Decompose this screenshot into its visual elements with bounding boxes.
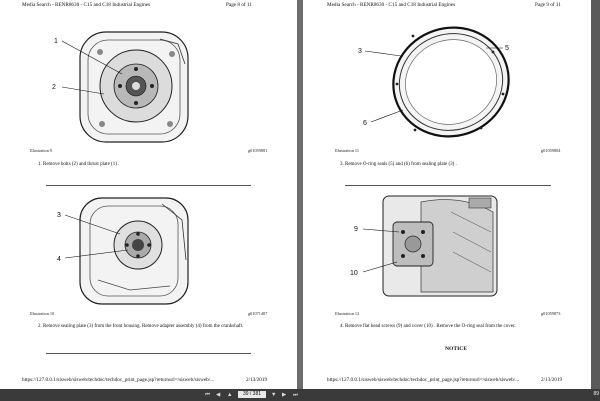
- current-page-input[interactable]: 39: [242, 391, 249, 397]
- pdf-page-8: Media Search - RENR8630 - C15 and C18 In…: [0, 0, 297, 389]
- callout-1: 1: [54, 38, 58, 45]
- page-header-title: Media Search - RENR8630 - C15 and C18 In…: [22, 2, 151, 8]
- callout-10: 10: [350, 270, 358, 277]
- last-page-icon[interactable]: ⏭: [293, 392, 298, 398]
- step-4-text: 4. Remove flat head screws (9) and cover…: [340, 324, 516, 329]
- callout-4: 4: [57, 256, 61, 263]
- illustration-9-code: g01059881: [248, 148, 268, 153]
- illustration-11-figure: 3 5 6: [358, 26, 510, 138]
- first-page-icon[interactable]: ⏮: [205, 392, 210, 398]
- illustration-11-caption: Illustration 11: [335, 148, 360, 153]
- page-footer-url[interactable]: https://127.0.0.1/sisweb/sisweb/techdoc/…: [327, 377, 520, 383]
- illustration-10-figure: 3 4: [57, 197, 189, 305]
- callout-6: 6: [363, 120, 367, 127]
- page-down-icon[interactable]: ▼: [271, 392, 277, 398]
- callout-5: 5: [505, 45, 509, 52]
- page-number-box[interactable]: 39 / 381: [238, 391, 266, 398]
- illustration-10-code: g01071487: [248, 311, 268, 316]
- page-footer-date: 2/13/2019: [541, 377, 563, 383]
- page-header-number: Page 8 of 11: [226, 2, 252, 8]
- illustration-11-code: g01059884: [541, 148, 561, 153]
- page-footer-date: 2/13/2019: [246, 377, 268, 383]
- notice-heading: NOTICE: [445, 346, 468, 352]
- illustration-12-figure: 9 10: [350, 195, 498, 297]
- callout-2: 2: [52, 84, 56, 91]
- illustration-9-caption: Illustration 9: [30, 148, 53, 153]
- callout-9: 9: [354, 226, 358, 233]
- step-1-text: 1. Remove bolts (2) and thrust plate (1)…: [38, 162, 120, 167]
- step-rule: [345, 185, 551, 186]
- page-header-number: Page 9 of 11: [535, 2, 561, 8]
- step-2-text: 2. Remove sealing plate (3) from the fro…: [38, 324, 244, 329]
- page-total: / 381: [249, 391, 262, 397]
- page-header-title: Media Search - RENR8630 - C15 and C18 In…: [327, 2, 456, 8]
- pdf-page-9: Media Search - RENR8630 - C15 and C18 In…: [303, 0, 591, 389]
- next-page-icon[interactable]: ▶: [282, 392, 287, 398]
- illustration-12-caption: Illustration 12: [335, 311, 360, 316]
- step-rule: [46, 185, 251, 186]
- page-up-icon[interactable]: ▲: [227, 392, 233, 398]
- callout-3: 3: [358, 48, 362, 55]
- callout-3: 3: [57, 212, 61, 219]
- vertical-scrollbar[interactable]: [591, 0, 600, 389]
- illustration-9-figure: 1 2: [52, 31, 189, 143]
- illustration-12-code: g01059873: [541, 311, 561, 316]
- previous-page-icon[interactable]: ◀: [216, 392, 221, 398]
- illustration-10-caption: Illustration 10: [30, 311, 55, 316]
- step-3-text: 3. Remove O-ring seals (5) and (6) from …: [340, 162, 457, 167]
- page-footer-url[interactable]: https://127.0.0.1/sisweb/sisweb/techdoc/…: [22, 377, 215, 383]
- step-rule: [46, 353, 251, 354]
- zoom-level[interactable]: 89: [593, 391, 599, 397]
- pdf-toolbar: ⏮ ◀ ▲ 39 / 381 ▼ ▶ ⏭ 89: [0, 389, 600, 401]
